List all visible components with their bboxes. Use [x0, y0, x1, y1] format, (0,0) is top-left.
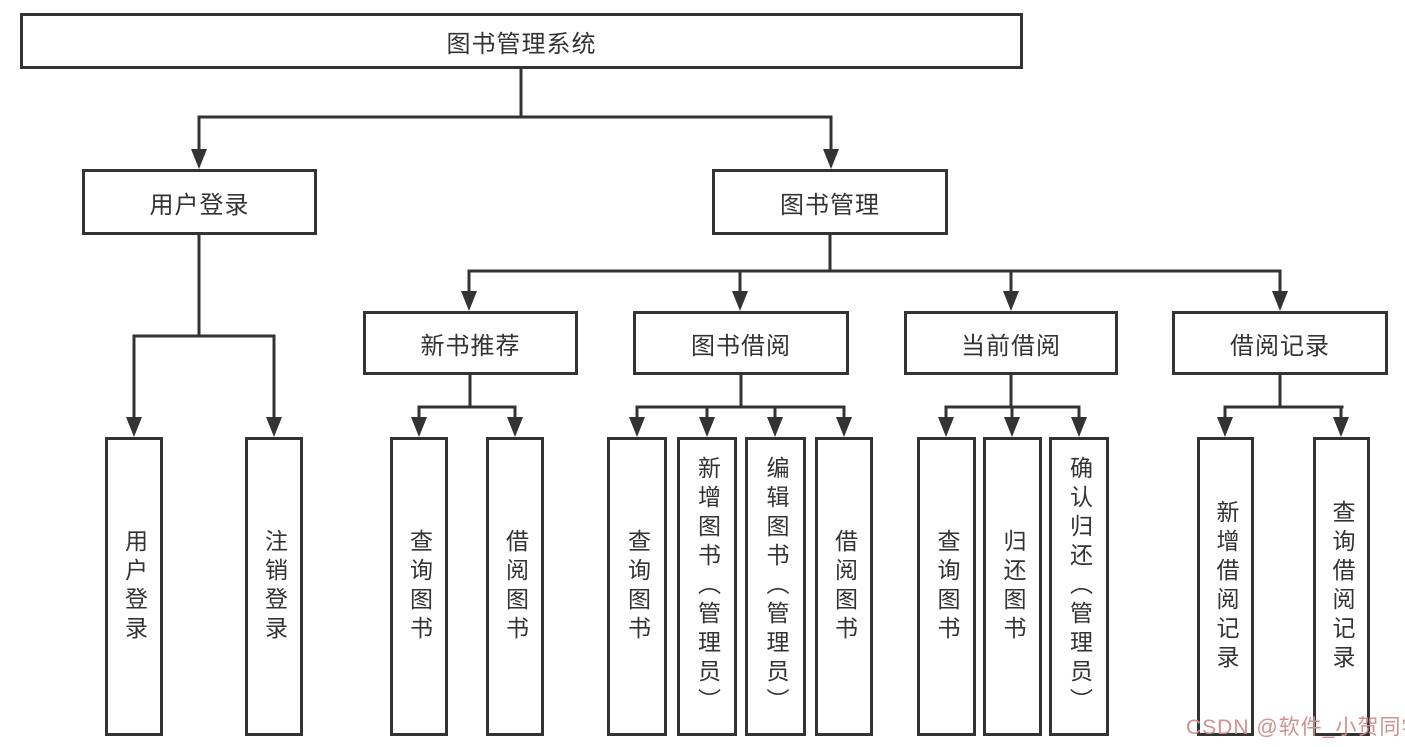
node-user-login-leaf: 用户登录 [105, 437, 163, 736]
node-label: 编辑图书（管理员） [763, 456, 789, 717]
node-label: 查询借阅记录 [1329, 499, 1355, 674]
node-label: 确认归还（管理员） [1066, 456, 1093, 717]
node-label: 用户登录 [121, 528, 148, 645]
node-label: 图书管理系统 [446, 30, 597, 58]
node-library-management-system: 图书管理系统 [20, 13, 1023, 69]
connector-book-management [461, 233, 1288, 311]
node-label: 归还图书 [1000, 528, 1026, 645]
node-cb-confirm-return-admin: 确认归还（管理员） [1049, 437, 1109, 736]
node-bb-add-book-admin: 新增图书（管理员） [677, 437, 737, 736]
node-new-book-recommendation: 新书推荐 [363, 311, 578, 375]
node-nbr-borrow-books: 借阅图书 [486, 437, 544, 736]
node-label: 借阅记录 [1230, 332, 1330, 360]
node-logout: 注销登录 [245, 437, 303, 736]
node-cb-query-books: 查询图书 [917, 437, 976, 736]
node-bb-borrow-books: 借阅图书 [815, 437, 873, 736]
node-br-add-borrow-record: 新增借阅记录 [1197, 437, 1254, 736]
node-label: 用户登录 [149, 191, 250, 219]
node-label: 查询图书 [406, 528, 433, 645]
node-label: 新增借阅记录 [1213, 499, 1239, 674]
node-label: 图书管理 [780, 191, 880, 219]
node-book-borrowing: 图书借阅 [633, 311, 849, 375]
csdn-watermark: CSDN @软件_小贺同学 [1186, 716, 1405, 739]
node-label: 注销登录 [261, 528, 288, 645]
node-label: 借阅图书 [502, 528, 529, 645]
node-label: 借阅图书 [831, 528, 858, 645]
node-label: 新增图书（管理员） [694, 456, 721, 717]
node-label: 图书借阅 [691, 332, 791, 360]
node-book-management: 图书管理 [712, 169, 948, 235]
node-label: 新书推荐 [420, 332, 521, 360]
node-user-login: 用户登录 [82, 169, 317, 235]
node-label: 当前借阅 [961, 332, 1061, 360]
connector-current-borrowing [938, 375, 1087, 437]
node-borrowing-records: 借阅记录 [1172, 311, 1388, 375]
node-nbr-query-books: 查询图书 [390, 437, 448, 736]
connector-root [191, 67, 839, 169]
node-current-borrowing: 当前借阅 [904, 311, 1118, 375]
node-cb-return-books: 归还图书 [983, 437, 1042, 736]
node-bb-query-books: 查询图书 [607, 437, 667, 736]
connector-book-borrowing [629, 375, 852, 437]
node-label: 查询图书 [934, 528, 960, 645]
node-label: 查询图书 [624, 528, 651, 645]
connector-borrowing-records [1217, 375, 1349, 437]
connector-new-book-recommendation [411, 375, 523, 437]
connector-user-login [126, 233, 282, 437]
node-br-query-borrow-record: 查询借阅记录 [1313, 437, 1370, 736]
node-bb-edit-book-admin: 编辑图书（管理员） [745, 437, 806, 736]
